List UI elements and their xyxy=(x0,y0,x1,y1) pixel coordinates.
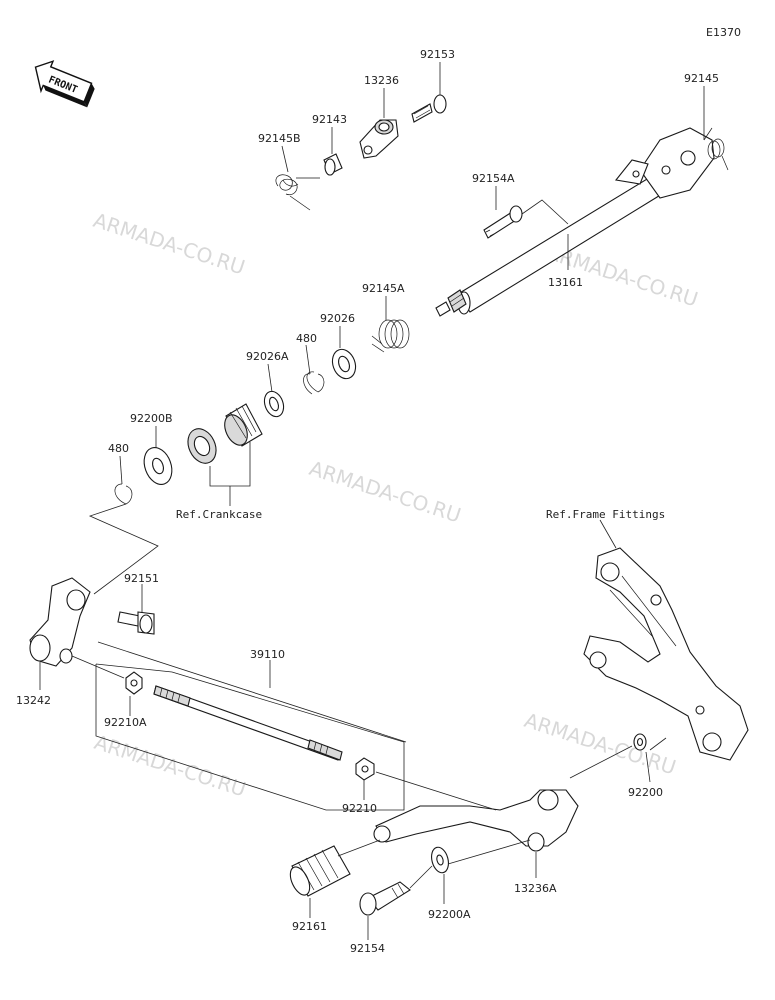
leader-lines xyxy=(39,62,705,940)
label-13236: 13236 xyxy=(364,74,399,87)
washer-92200B xyxy=(143,447,173,485)
label-92143: 92143 xyxy=(312,113,347,126)
nut-92210 xyxy=(355,757,375,781)
rubber-92161 xyxy=(289,845,351,897)
label-92145A: 92145A xyxy=(362,282,405,295)
label-92161: 92161 xyxy=(292,920,327,933)
label-13236A: 13236A xyxy=(514,882,557,895)
tie-rod-39110 xyxy=(153,685,343,761)
washer-92026A xyxy=(263,390,285,418)
label-13161: 13161 xyxy=(548,276,583,289)
label-13242: 13242 xyxy=(16,694,51,707)
part-labels: 92153 13236 92143 92145B 92145 92154A 13… xyxy=(16,48,719,955)
ref-crankcase: Ref.Crankcase xyxy=(176,508,262,521)
label-92026A: 92026A xyxy=(246,350,289,363)
nut-92210A xyxy=(125,671,143,695)
shaft-13161 xyxy=(435,127,715,317)
washer-92200 xyxy=(633,733,647,751)
oil-seal xyxy=(187,428,217,464)
label-92145: 92145 xyxy=(684,72,719,85)
front-arrow-icon: FRONT xyxy=(34,60,95,108)
collar-92143 xyxy=(323,153,343,176)
label-92200B: 92200B xyxy=(130,412,173,425)
shift-arm-13242 xyxy=(29,577,91,667)
watermark-4: ARMADA-CO.RU xyxy=(521,708,679,780)
watermark-5: ARMADA-CO.RU xyxy=(91,730,249,802)
bolt-92151 xyxy=(117,611,155,635)
label-92151: 92151 xyxy=(124,572,159,585)
ref-frame-fittings: Ref.Frame Fittings xyxy=(546,508,665,521)
label-92154A: 92154A xyxy=(472,172,515,185)
label-92154: 92154 xyxy=(350,942,385,955)
bolt-92154A xyxy=(483,205,523,239)
label-480-lower: 480 xyxy=(108,442,129,455)
spring-92145 xyxy=(703,127,729,171)
watermark-3: ARMADA-CO.RU xyxy=(306,456,464,528)
label-92200: 92200 xyxy=(628,786,663,799)
label-92026: 92026 xyxy=(320,312,355,325)
shift-pedal-13236A xyxy=(373,789,579,852)
spring-92145B xyxy=(275,174,320,211)
label-92210: 92210 xyxy=(342,802,377,815)
diagram-code: E1370 xyxy=(706,26,741,39)
label-92200A: 92200A xyxy=(428,908,471,921)
label-92145B: 92145B xyxy=(258,132,301,145)
bolt-92154 xyxy=(359,881,411,916)
label-39110: 39110 xyxy=(250,648,285,661)
circlip-480-lower xyxy=(114,483,133,505)
frame-fitting-bracket xyxy=(583,547,749,761)
label-480-upper: 480 xyxy=(296,332,317,345)
washer-92026 xyxy=(331,348,357,380)
bolt-92153 xyxy=(411,94,447,123)
circlip-480-upper xyxy=(303,371,325,395)
label-92153: 92153 xyxy=(420,48,455,61)
label-92210A: 92210A xyxy=(104,716,147,729)
watermark-1: ARMADA-CO.RU xyxy=(90,208,248,280)
washer-92200A xyxy=(431,846,449,874)
lever-13236 xyxy=(359,119,399,159)
needle-bearing xyxy=(224,403,263,447)
watermarks: ARMADA-CO.RU ARMADA-CO.RU ARMADA-CO.RU A… xyxy=(90,208,701,802)
spring-92145A xyxy=(371,319,410,353)
